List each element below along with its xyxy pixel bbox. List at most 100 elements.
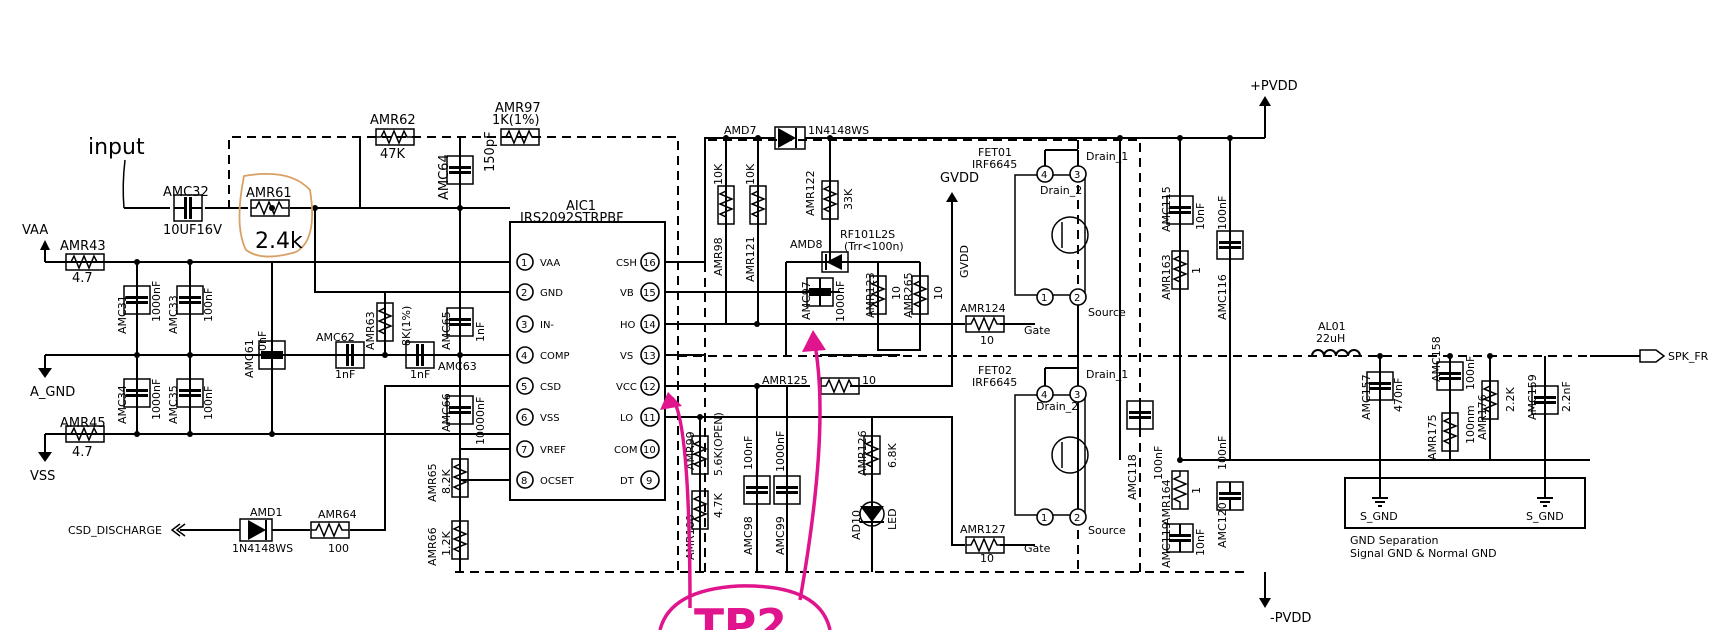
svg-text:AMR97: AMR97: [495, 101, 541, 116]
svg-text:10: 10: [862, 374, 876, 387]
svg-text:AMC61: AMC61: [243, 339, 256, 378]
svg-text:7: 7: [521, 445, 527, 456]
svg-text:10: 10: [980, 552, 994, 565]
svg-text:1nF: 1nF: [335, 368, 355, 381]
svg-text:1K(1%): 1K(1%): [492, 113, 540, 128]
svg-text:S_GND: S_GND: [1526, 510, 1564, 523]
svg-text:2: 2: [1074, 293, 1080, 304]
svg-text:10K: 10K: [712, 163, 725, 185]
svg-text:6: 6: [521, 413, 527, 424]
svg-text:15: 15: [643, 288, 656, 299]
svg-text:AIC1: AIC1: [566, 199, 596, 214]
svg-text:1: 1: [1041, 513, 1047, 524]
svg-text:AMR175: AMR175: [1426, 414, 1439, 460]
svg-text:IRF6645: IRF6645: [972, 158, 1017, 171]
amc33: AMC33 100nF: [167, 285, 215, 334]
svg-text:VAA: VAA: [540, 258, 560, 269]
svg-text:11: 11: [643, 413, 656, 424]
amc35: AMC35 100nF: [167, 378, 215, 424]
svg-text:4: 4: [521, 351, 527, 362]
svg-text:AMR65: AMR65: [426, 463, 439, 502]
svg-text:AMR124: AMR124: [960, 302, 1006, 315]
amc158: AMC158 100nF: [1430, 336, 1477, 391]
svg-text:AMR45: AMR45: [60, 416, 106, 431]
amc120: AMC120 100nF: [1216, 436, 1244, 548]
svg-text:AMC98: AMC98: [742, 516, 755, 555]
svg-text:AMD1: AMD1: [250, 506, 282, 519]
svg-text:COM: COM: [614, 445, 637, 456]
amc61: AMC61 10nF: [243, 331, 286, 378]
amc97: AMC97 1000nF: [800, 277, 847, 322]
svg-text:10000nF: 10000nF: [474, 397, 487, 445]
amc159: AMC159 2.2nF: [1526, 374, 1573, 420]
amr126: AMR126 6.8K: [856, 430, 899, 476]
svg-text:LED: LED: [886, 508, 899, 530]
svg-text:AMR176: AMR176: [1476, 394, 1489, 440]
svg-text:AMC66: AMC66: [440, 393, 453, 432]
input-annotation: input: [88, 135, 145, 209]
fet02: 4 3 1 2 FET02 IRF6645 Drain_1 Drain_2 So…: [972, 364, 1128, 555]
svg-text:10: 10: [890, 286, 903, 300]
svg-text:AMR122: AMR122: [804, 170, 817, 216]
svg-text:12: 12: [643, 382, 656, 393]
amc65: AMC65 1nF: [440, 307, 487, 350]
svg-text:AMR43: AMR43: [60, 239, 106, 254]
svg-text:4.7: 4.7: [72, 445, 93, 460]
svg-text:OCSET: OCSET: [540, 476, 575, 487]
amr175: AMR175 100nm: [1426, 405, 1477, 460]
amd8: AMD8 RF101L2S (Trr<100n): [790, 228, 904, 273]
svg-text:1000nF: 1000nF: [774, 431, 787, 472]
svg-text:10K: 10K: [744, 163, 757, 185]
svg-text:2.2nF: 2.2nF: [1560, 381, 1573, 412]
amc98: AMC98 100nF: [742, 436, 771, 555]
svg-text:AMC159: AMC159: [1526, 374, 1539, 420]
ad10: AD10 LED: [850, 501, 899, 540]
svg-text:AMC35: AMC35: [167, 385, 180, 424]
svg-text:AMC120: AMC120: [1216, 502, 1229, 548]
svg-text:AMR62: AMR62: [370, 113, 416, 128]
svg-text:CSH: CSH: [616, 258, 637, 269]
svg-text:Source: Source: [1088, 524, 1126, 537]
svg-text:LO: LO: [620, 413, 633, 424]
svg-text:Drain_1: Drain_1: [1086, 150, 1128, 163]
amc66: AMC66 10000nF: [440, 393, 487, 445]
svg-text:100nF: 100nF: [202, 288, 215, 322]
svg-text:4: 4: [1041, 170, 1047, 181]
svg-text:AMC33: AMC33: [167, 295, 180, 334]
svg-text:1: 1: [1190, 487, 1203, 494]
svg-text:S_GND: S_GND: [1360, 510, 1398, 523]
svg-text:9: 9: [646, 476, 652, 487]
svg-text:AMR63: AMR63: [364, 311, 377, 350]
svg-text:AMC158: AMC158: [1430, 336, 1443, 382]
svg-text:COMP: COMP: [540, 351, 570, 362]
amr121: AMR121 10K: [744, 163, 767, 282]
amc118: AMC118 100nF: [1126, 400, 1165, 500]
svg-text:AMC65: AMC65: [440, 311, 453, 350]
svg-text:4.7K: 4.7K: [712, 493, 725, 518]
svg-text:GVDD: GVDD: [958, 245, 971, 278]
svg-text:GND: GND: [540, 288, 563, 299]
svg-text:VREF: VREF: [540, 445, 566, 456]
svg-text:AMR123: AMR123: [864, 272, 877, 318]
amc115: AMC115 10nF: [1160, 186, 1207, 232]
amr164: AMR164 1: [1160, 470, 1203, 525]
svg-text:AMD7: AMD7: [724, 124, 756, 137]
svg-text:5: 5: [521, 382, 527, 393]
svg-text:input: input: [88, 135, 145, 160]
svg-text:IN-: IN-: [540, 320, 554, 331]
svg-text:3: 3: [521, 320, 527, 331]
svg-text:1nF: 1nF: [474, 322, 487, 342]
svg-text:DT: DT: [620, 476, 635, 487]
svg-text:CSD_DISCHARGE: CSD_DISCHARGE: [68, 524, 162, 537]
svg-text:47K: 47K: [380, 147, 406, 162]
net-csd-discharge: CSD_DISCHARGE: [68, 523, 186, 537]
svg-text:VB: VB: [620, 288, 634, 299]
svg-text:AMR121: AMR121: [744, 236, 757, 282]
svg-text:-PVDD: -PVDD: [1270, 611, 1311, 626]
svg-text:100nm: 100nm: [1464, 405, 1477, 444]
svg-text:A_GND: A_GND: [30, 385, 75, 400]
